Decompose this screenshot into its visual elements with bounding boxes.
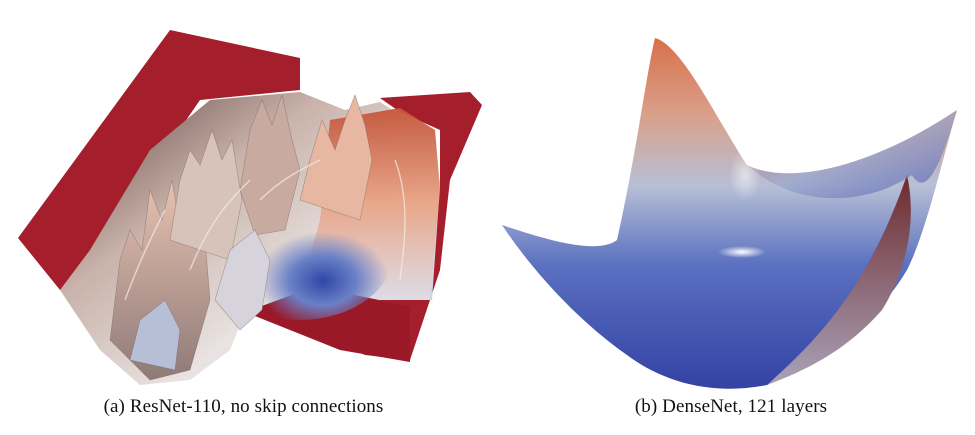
bowl-surface (502, 38, 957, 389)
panel-densenet: (b) DenseNet, 121 layers (487, 0, 975, 435)
surface-peaks (109, 93, 373, 381)
panel-resnet: (a) ResNet-110, no skip connections (0, 0, 487, 435)
caption-a: (a) ResNet-110, no skip connections (103, 396, 384, 417)
resnet-loss-surface (18, 30, 482, 385)
caption-b: (b) DenseNet, 121 layers (634, 396, 828, 417)
densenet-loss-surface (502, 38, 957, 389)
